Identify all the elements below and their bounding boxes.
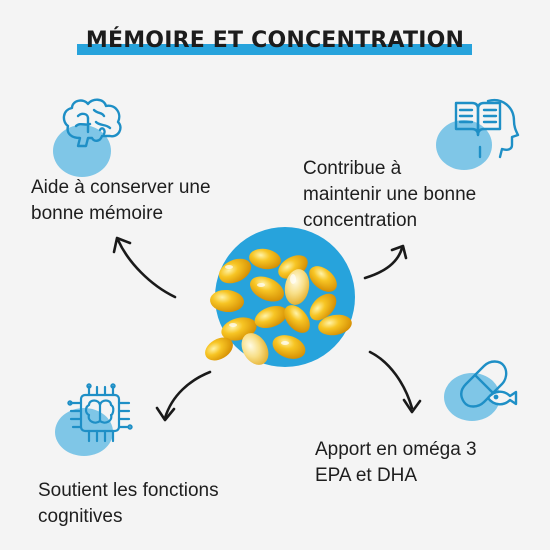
cognitive-label: Soutient les fonctions cognitives — [38, 480, 219, 527]
circuit-brain-icon — [67, 383, 133, 443]
arrow-to-concentration — [363, 246, 404, 280]
page-title: MÉMOIRE ET CONCENTRATION — [85, 28, 465, 53]
title-banner: MÉMOIRE ET CONCENTRATION — [0, 24, 550, 60]
brain-icon-blob — [53, 125, 111, 177]
head-book-icon — [454, 98, 520, 159]
concentration-label: Contribue à maintenir une bonne concentr… — [303, 158, 477, 231]
arrow-to-memory — [116, 238, 177, 299]
arrow-to-omega — [368, 350, 414, 410]
omega-3-capsules-image — [205, 227, 355, 367]
omega-label: Apport en oméga 3 EPA et DHA — [315, 439, 477, 486]
capsule-fish-icon — [460, 360, 518, 408]
title-underline-bar — [77, 44, 472, 55]
arrow-to-cognitive — [163, 370, 212, 420]
memory-label: Aide à conserver une bonne mémoire — [31, 177, 211, 224]
brain-icon — [62, 98, 122, 148]
